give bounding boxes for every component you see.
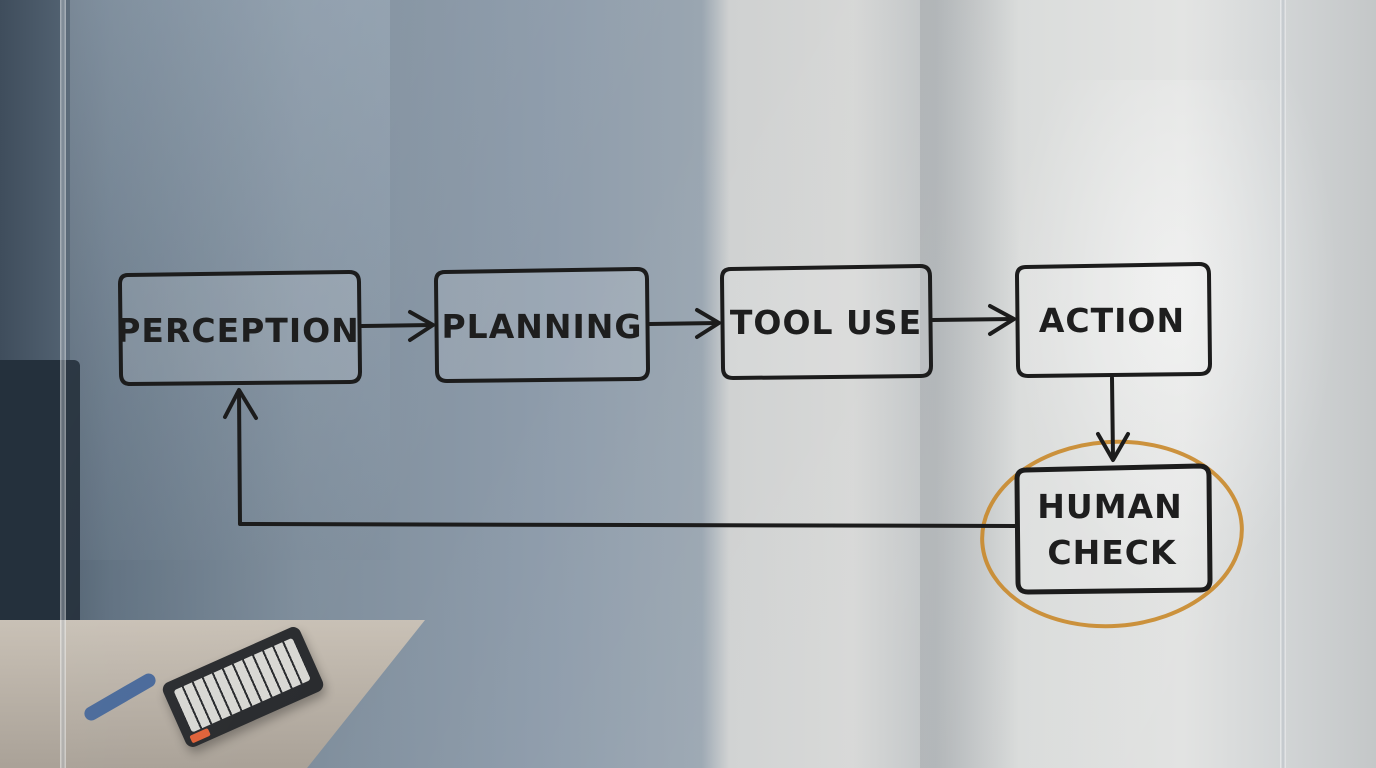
node-planning-label: PLANNING bbox=[442, 307, 643, 346]
arrow-planning-to-tool-use bbox=[648, 308, 721, 339]
arrow-action-to-human-check bbox=[1096, 376, 1130, 462]
node-perception-label: PERCEPTION bbox=[116, 311, 360, 350]
monitor bbox=[0, 360, 80, 630]
node-perception: PERCEPTION bbox=[116, 270, 362, 386]
node-tool-use-label: TOOL USE bbox=[730, 303, 922, 342]
node-action: ACTION bbox=[1015, 262, 1212, 378]
node-human-check-label-1: HUMAN bbox=[1037, 487, 1182, 526]
highlight-circle bbox=[980, 439, 1244, 629]
node-planning: PLANNING bbox=[434, 267, 650, 383]
arrow-perception-to-planning bbox=[360, 310, 435, 342]
arrow-human-check-to-perception bbox=[223, 388, 1017, 528]
node-tool-use: TOOL USE bbox=[720, 264, 933, 380]
glass-frame-left bbox=[60, 0, 66, 768]
node-human-check-label-2: CHECK bbox=[1047, 533, 1177, 572]
window-light bbox=[70, 0, 390, 560]
node-action-label: ACTION bbox=[1039, 301, 1185, 340]
arrow-tool-use-to-action bbox=[931, 304, 1016, 336]
wall-shadow bbox=[920, 0, 1020, 768]
glass-frame-right bbox=[1280, 0, 1286, 768]
node-human-check: HUMAN CHECK bbox=[980, 439, 1244, 629]
